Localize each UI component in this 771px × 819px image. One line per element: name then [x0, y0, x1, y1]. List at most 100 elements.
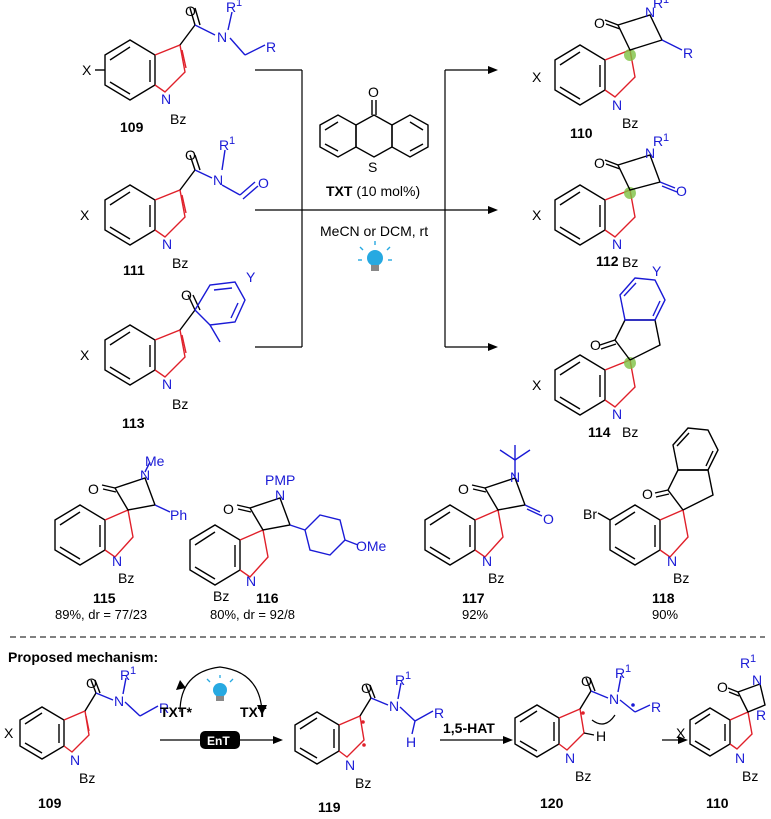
atom-o-110b: O [717, 679, 728, 695]
structure-110 [554, 14, 683, 106]
atom-o-109b: O [86, 675, 97, 691]
ent-badge [200, 731, 240, 749]
atom-r1-109b: R [120, 667, 130, 683]
atom-ph-115: Ph [170, 507, 187, 523]
catalyst-loading: (10 mol%) [352, 183, 420, 199]
label-114: 114 [588, 424, 611, 440]
yield-117: 92% [462, 607, 488, 622]
yield-116: 80%, dr = 92/8 [210, 607, 295, 622]
solvent-label: MeCN or DCM, rt [320, 223, 428, 239]
atom-nind-118: N [667, 553, 677, 569]
label-109: 109 [120, 119, 144, 135]
atom-h-120: H [596, 728, 606, 744]
final-arrow [662, 736, 688, 744]
structure-txt [319, 100, 429, 158]
structure-116 [189, 497, 359, 586]
atom-y-113: Y [246, 269, 256, 285]
atom-o-110: O [594, 15, 605, 31]
atom-x-111: X [80, 207, 90, 223]
atom-me-115: Me [145, 453, 165, 469]
atom-s-txt: S [368, 159, 377, 175]
atom-bz-120: Bz [575, 768, 591, 784]
atom-n-119: N [389, 698, 399, 714]
atom-n-116: N [275, 487, 285, 503]
atom-nind-112: N [612, 236, 622, 252]
atom-r-109b: R [159, 700, 169, 716]
label-110: 110 [570, 125, 593, 141]
structure-109 [95, 7, 266, 101]
atom-bz-111: Bz [172, 255, 188, 271]
atom-o-118: O [642, 486, 653, 502]
label-113: 113 [122, 415, 145, 431]
reaction-arrows [255, 66, 498, 351]
atom-r-110b: R [756, 707, 766, 723]
txt-star-label: TXT* [160, 704, 192, 720]
structure-120 [514, 675, 651, 758]
structure-119 [294, 682, 434, 765]
structure-113 [104, 281, 246, 386]
atom-nind-115: N [112, 553, 122, 569]
atom-o-119: O [361, 680, 372, 696]
label-109b: 109 [38, 795, 62, 811]
atom-sup1-119: 1 [405, 670, 411, 682]
structure-111 [104, 149, 259, 246]
atom-o-111: O [185, 147, 196, 163]
atom-r1-110: R [653, 0, 663, 11]
yield-118: 90% [652, 607, 678, 622]
atom-n-112: N [645, 145, 655, 161]
atom-r1-110b: R [740, 655, 750, 671]
catalyst-label: TXT (10 mol%) [326, 183, 420, 199]
lightbulb-icon-mech [206, 675, 234, 701]
structure-110-mech [689, 683, 766, 757]
atom-nind-110b: N [735, 750, 745, 766]
atom-r1-120: R [615, 665, 625, 681]
atom-nind-114: N [612, 406, 622, 422]
structure-112 [554, 154, 678, 246]
atom-n-110: N [645, 4, 655, 20]
atom-bz-114: Bz [622, 424, 638, 440]
atom-sup1-110b: 1 [750, 653, 756, 665]
atom-n-117: N [510, 469, 520, 485]
atom-r1-119: R [395, 672, 405, 688]
atom-ome-116: OMe [356, 538, 387, 554]
hat-arrow [440, 736, 513, 744]
atom-n-115: N [140, 467, 150, 483]
atom-nind-110: N [612, 97, 622, 113]
label-120: 120 [540, 795, 564, 811]
yield-115: 89%, dr = 77/23 [55, 607, 147, 622]
structure-118 [597, 427, 719, 566]
atom-r-110: R [683, 45, 693, 61]
atom-o-120: O [581, 673, 592, 689]
atom-r-120: R [651, 699, 661, 715]
atom-r-109: R [266, 39, 276, 55]
atom-nind-116: N [246, 573, 256, 589]
atom-r1-112: R [653, 133, 663, 149]
atom-o-115: O [88, 481, 99, 497]
structure-114 [554, 277, 666, 416]
atom-bz-117: Bz [488, 570, 504, 586]
atom-n-111: N [213, 172, 223, 188]
atom-x-109b: X [4, 725, 14, 741]
atom-bz-109b: Bz [79, 770, 95, 786]
atom-x-110: X [532, 69, 542, 85]
atom-n-109: N [217, 29, 227, 45]
atom-o-117: O [458, 481, 469, 497]
atom-sup1-109b: 1 [130, 665, 136, 677]
label-110b: 110 [706, 795, 729, 811]
atom-o-116: O [223, 501, 234, 517]
atom-nind-117: N [482, 553, 492, 569]
atom-nind-119: N [345, 757, 355, 773]
lightbulb-icon [358, 241, 392, 271]
atom-sup1-111: 1 [229, 135, 235, 147]
atom-x-112: X [532, 207, 542, 223]
structure-115 [54, 461, 171, 566]
catalyst-name: TXT [326, 183, 353, 199]
atom-bz-112: Bz [622, 254, 638, 270]
atom-bz-113: Bz [172, 396, 188, 412]
atom-n-120: N [609, 691, 619, 707]
label-115: 115 [93, 590, 116, 606]
atom-nind-109: N [161, 91, 171, 107]
atom-sup1-109: 1 [236, 0, 242, 9]
atom-n-110b: N [752, 672, 762, 688]
label-111: 111 [123, 262, 145, 278]
